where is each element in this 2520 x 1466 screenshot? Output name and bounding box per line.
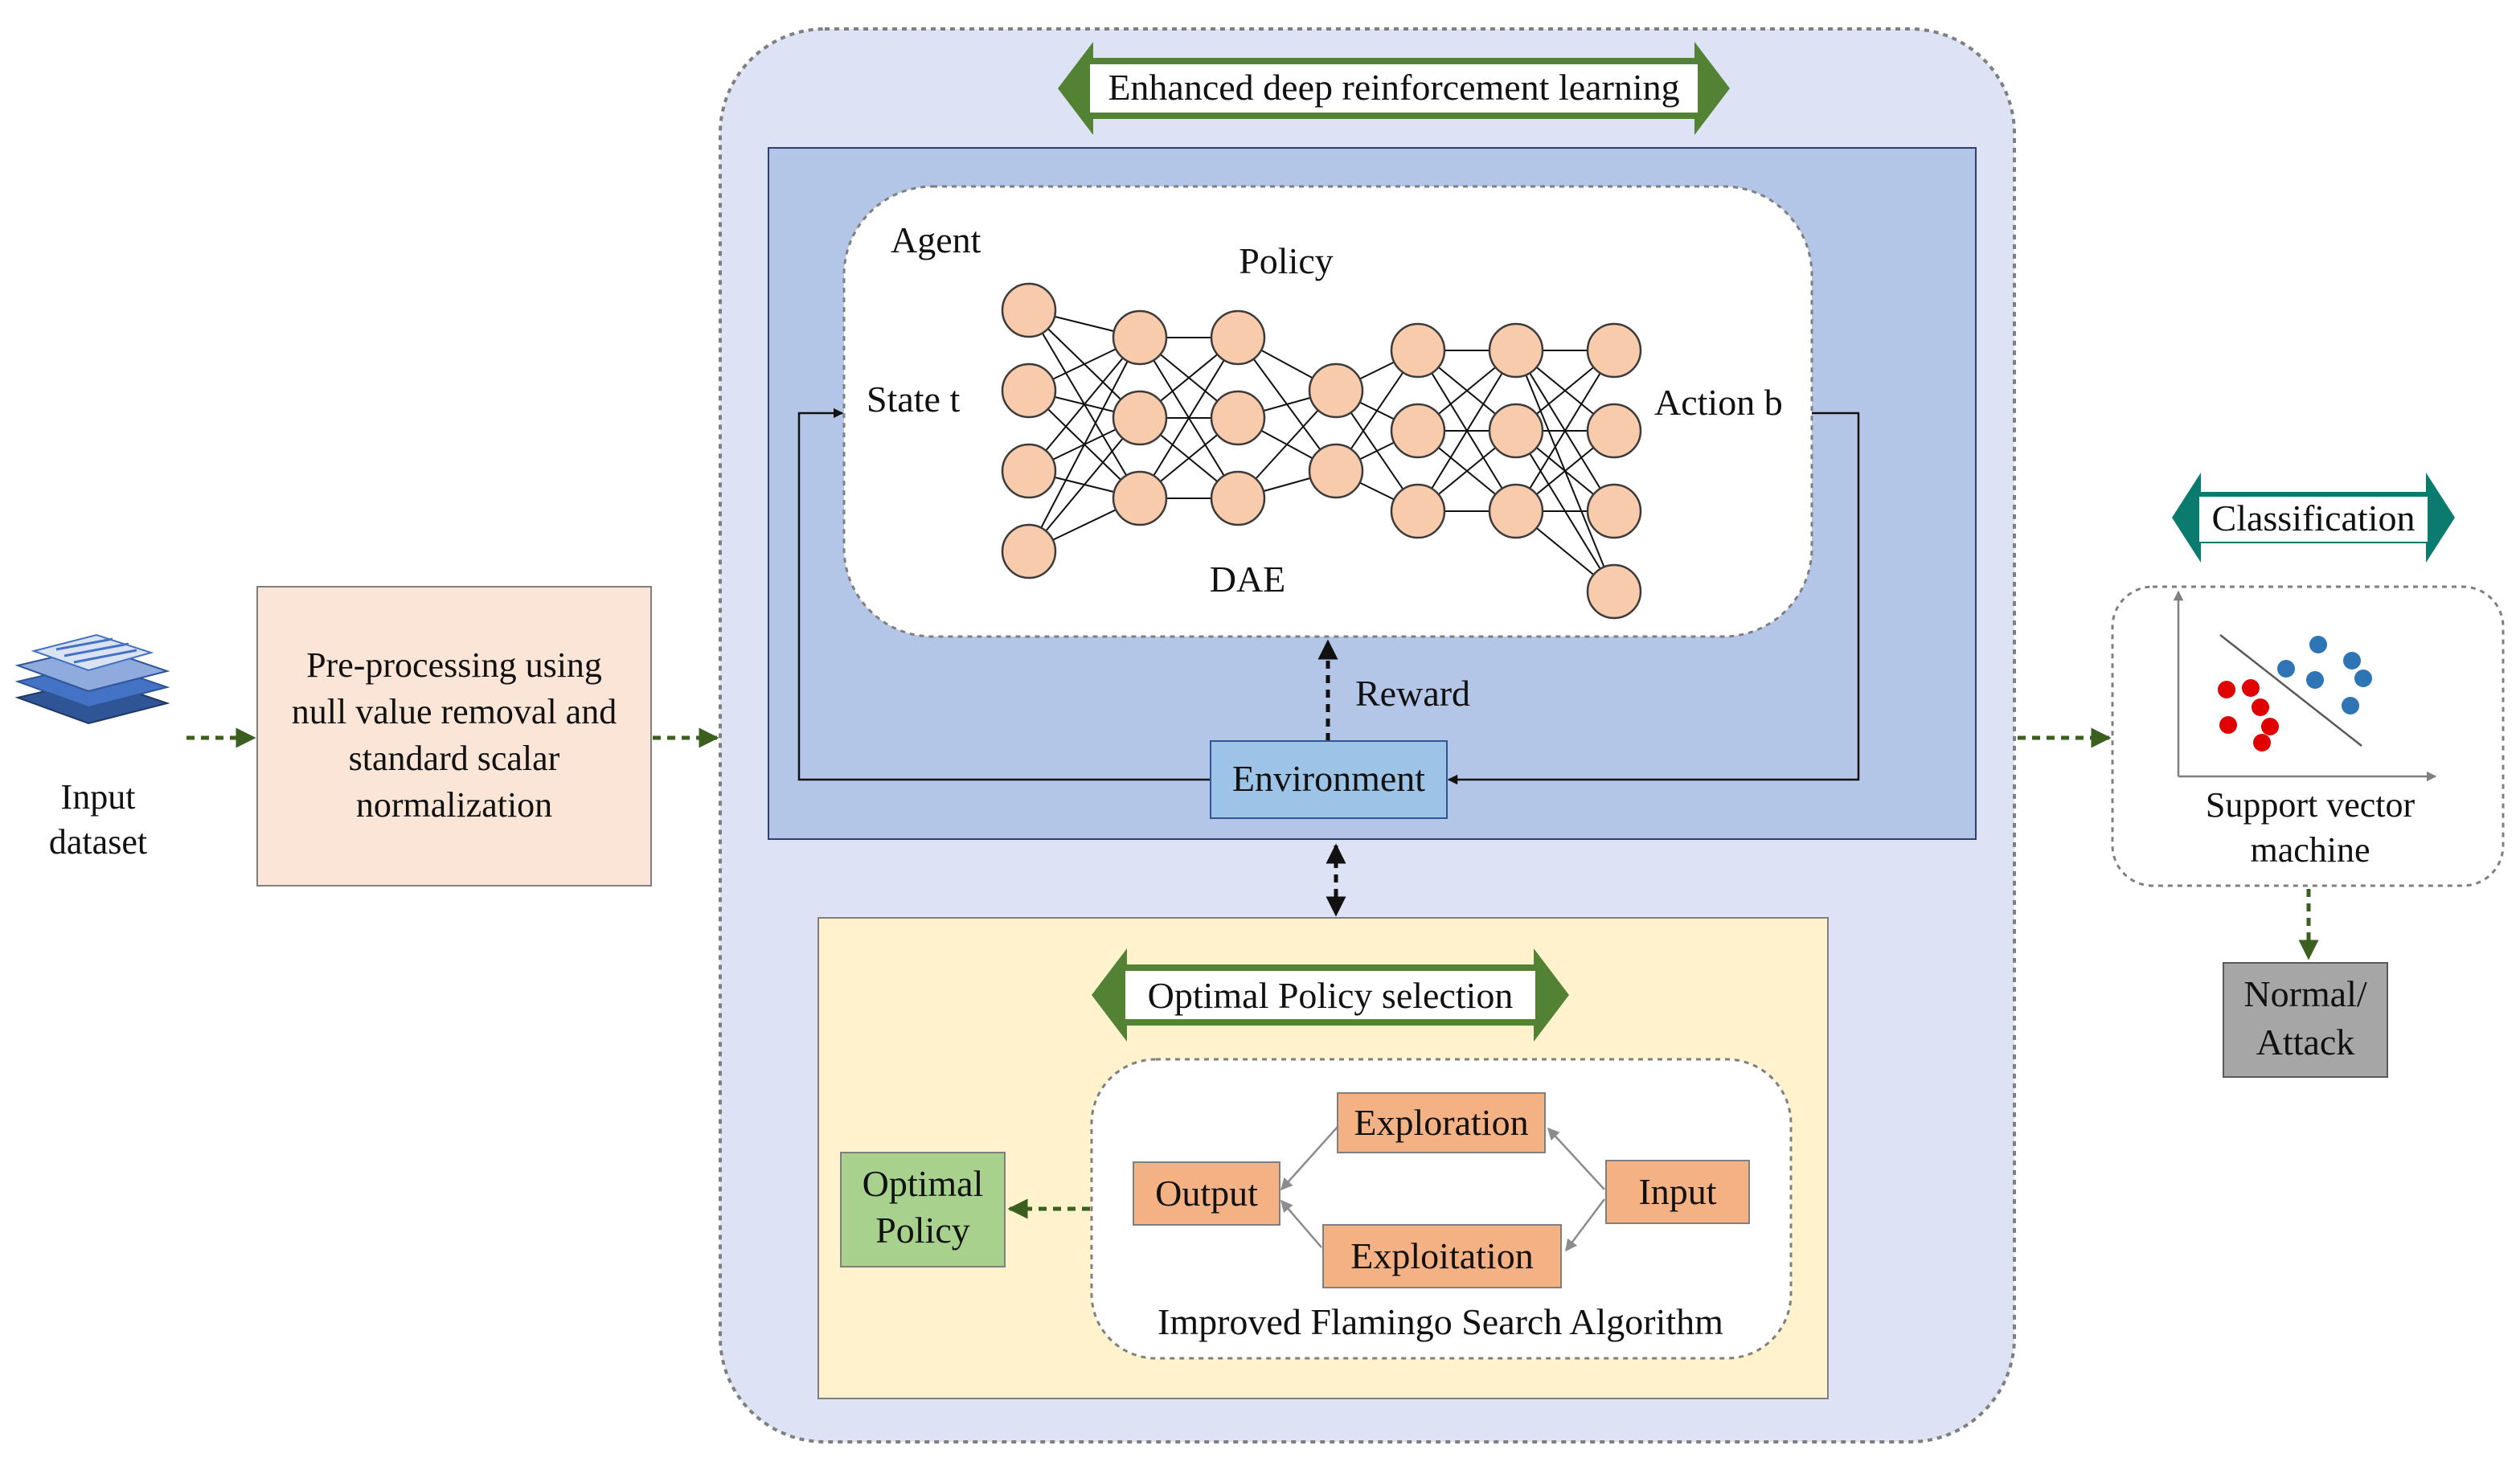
neuron-node: [1586, 563, 1642, 620]
result-label: Normal/: [2243, 973, 2367, 1014]
state-feedback-line: [797, 407, 1211, 781]
network-connection: [1417, 350, 1517, 512]
classification-banner: Classification: [2172, 473, 2455, 563]
neuron-node: [1390, 483, 1446, 539]
neuron-node: [1112, 390, 1168, 446]
ops-title: Optimal Policy selection: [1148, 975, 1514, 1016]
agent-label: Agent: [891, 219, 981, 260]
neuron-node: [1488, 403, 1544, 459]
ops-title-banner: Optimal Policy selection: [1092, 948, 1569, 1042]
preprocessing-label: null value removal and: [292, 692, 617, 731]
neural-network: [1001, 282, 1642, 620]
svm-box: [2111, 585, 2505, 887]
reward-label: Reward: [1355, 673, 1470, 714]
input-label: Input: [1638, 1171, 1716, 1212]
neuron-node: [1210, 390, 1266, 446]
input-dataset-label: dataset: [49, 822, 147, 862]
preprocessing-label: normalization: [356, 785, 552, 825]
flamingo-search-box: [1090, 1058, 1793, 1360]
exploration-label: Exploration: [1354, 1102, 1528, 1143]
network-connection: [1515, 350, 1615, 512]
neuron-node: [1488, 322, 1544, 379]
input-box: Input: [1605, 1160, 1750, 1224]
output-label: Output: [1155, 1173, 1258, 1214]
neuron-node: [1390, 322, 1446, 379]
neuron-node: [1488, 483, 1544, 539]
exploration-box: Exploration: [1337, 1092, 1546, 1153]
neuron-node: [1001, 523, 1057, 579]
neuron-node: [1210, 309, 1266, 366]
algorithm-cycle-arrows: [1280, 1126, 1605, 1252]
network-connection: [1028, 337, 1141, 472]
optimal-policy-label: Policy: [875, 1210, 970, 1251]
input-dataset-group: Input dataset: [14, 633, 170, 862]
edrl-title-banner: Enhanced deep reinforcement learning: [1058, 42, 1730, 135]
svm-plot-icon: [2173, 590, 2437, 782]
neuron-node: [1112, 309, 1168, 366]
optimal-policy-box: Optimal Policy: [840, 1152, 1006, 1267]
svm-label: machine: [2250, 830, 2370, 870]
network-connection: [1139, 337, 1239, 499]
neuron-node: [1112, 470, 1168, 526]
neuron-node: [1001, 362, 1057, 419]
neuron-node: [1001, 282, 1057, 338]
state-label: State t: [867, 379, 960, 420]
preprocessing-box: Pre-processing using null value removal …: [256, 586, 652, 887]
action-feedback-line: [1447, 412, 1860, 785]
result-label: Attack: [2256, 1022, 2355, 1063]
neuron-node: [1210, 470, 1266, 526]
exploitation-box: Exploitation: [1322, 1224, 1562, 1288]
neuron-node: [1390, 403, 1446, 459]
output-box: Output: [1133, 1161, 1280, 1226]
network-connection: [1028, 417, 1141, 552]
neuron-node: [1308, 443, 1364, 499]
policy-label: Policy: [1239, 240, 1334, 281]
stacked-documents-icon: [14, 633, 170, 725]
dae-label: DAE: [1210, 559, 1286, 600]
flamingo-search-label: Improved Flamingo Search Algorithm: [1158, 1301, 1723, 1342]
environment-box: Environment: [1210, 740, 1448, 819]
neuron-node: [1586, 322, 1642, 379]
exploitation-label: Exploitation: [1350, 1235, 1533, 1276]
network-connection: [1028, 337, 1141, 552]
neuron-node: [1586, 403, 1642, 459]
environment-label: Environment: [1232, 758, 1425, 799]
result-box: Normal/ Attack: [2223, 962, 2388, 1078]
classification-title: Classification: [2212, 498, 2416, 538]
action-label: Action b: [1654, 382, 1783, 423]
neuron-node: [1001, 443, 1057, 499]
preprocessing-label: Pre-processing using: [306, 645, 602, 685]
neuron-node: [1586, 483, 1642, 539]
preprocessing-label: standard scalar: [349, 739, 560, 778]
svm-label: Support vector: [2206, 785, 2416, 825]
edrl-title: Enhanced deep reinforcement learning: [1108, 67, 1679, 108]
optimal-policy-label: Optimal: [863, 1163, 984, 1204]
input-dataset-label: Input: [61, 777, 136, 817]
neuron-node: [1308, 362, 1364, 419]
